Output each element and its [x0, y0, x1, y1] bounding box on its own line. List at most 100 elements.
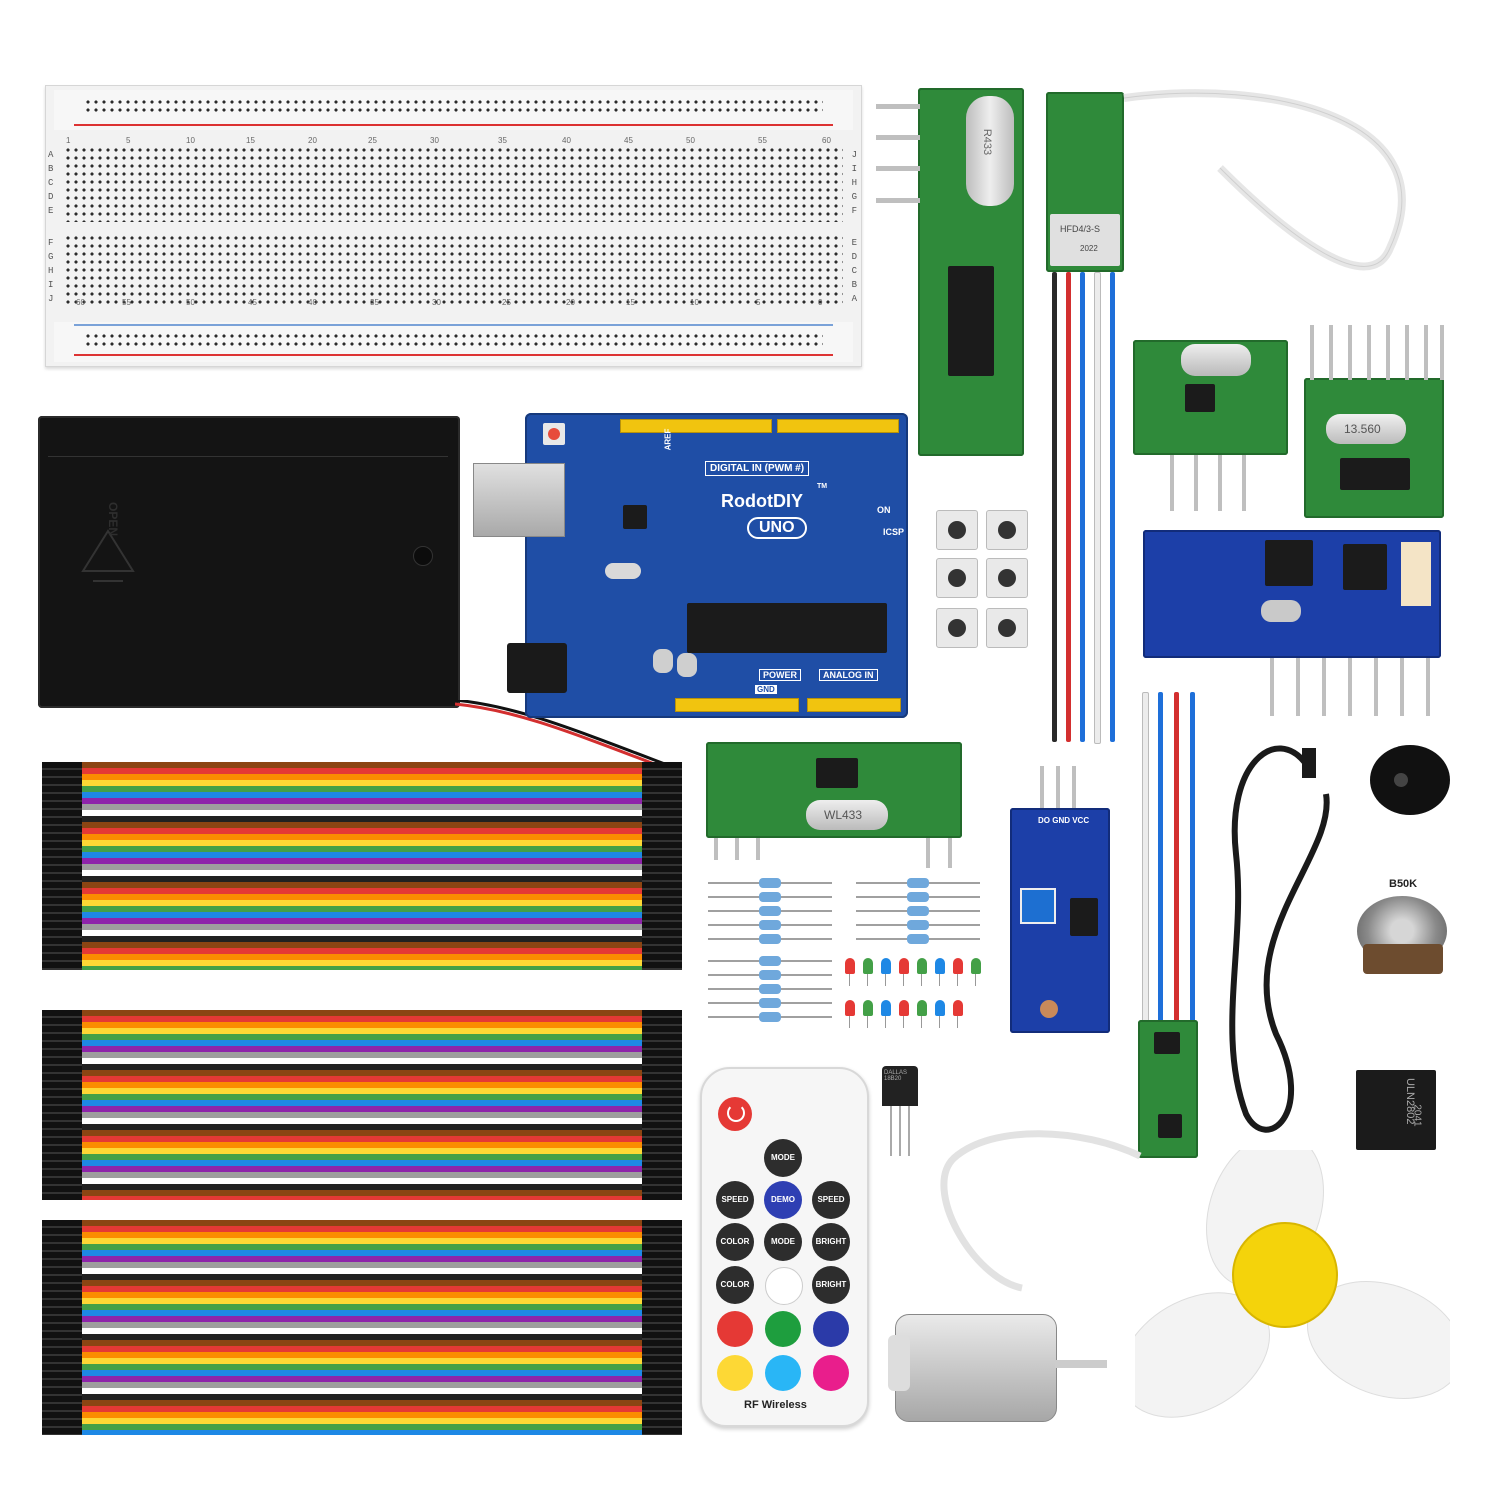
- relay-module: HFD4/3-S 2022: [1046, 92, 1124, 272]
- tactile-button[interactable]: [936, 510, 978, 550]
- pot-label: B50K: [1389, 878, 1418, 890]
- tactile-button[interactable]: [986, 510, 1028, 550]
- resistor: [856, 878, 980, 888]
- resistor: [708, 892, 832, 902]
- led-blue: [935, 1000, 945, 1028]
- led-red: [845, 958, 855, 986]
- led-blue: [881, 958, 891, 986]
- learn-button[interactable]: [1401, 542, 1431, 606]
- speed-plus-button[interactable]: SPEED: [812, 1181, 850, 1219]
- resistor: [708, 906, 832, 916]
- gnd-label: GND: [755, 685, 777, 694]
- model-label: UNO: [747, 517, 807, 539]
- cyan-color-button[interactable]: [765, 1355, 801, 1391]
- resistor: [856, 934, 980, 944]
- battery-switch[interactable]: [413, 546, 433, 566]
- led-blue: [935, 958, 945, 986]
- wl433-module: WL433: [706, 742, 962, 838]
- wire-red: [1066, 272, 1071, 742]
- led-green: [917, 958, 927, 986]
- potentiometer-trim[interactable]: [1020, 888, 1056, 924]
- decoder-chip: [948, 266, 994, 376]
- color-minus-button[interactable]: COLOR: [716, 1266, 754, 1304]
- blue-color-button[interactable]: [813, 1311, 849, 1347]
- bright-minus-button[interactable]: BRIGHT: [812, 1266, 850, 1304]
- tactile-button[interactable]: [936, 608, 978, 648]
- header-pin: [876, 104, 920, 109]
- bright-plus-button[interactable]: BRIGHT: [812, 1223, 850, 1261]
- power-header: [675, 698, 799, 712]
- led-red: [953, 1000, 963, 1028]
- power-button[interactable]: [718, 1097, 752, 1131]
- header-pin: [876, 166, 920, 171]
- digital-label: DIGITAL IN (PWM #): [705, 461, 810, 476]
- capacitor: [653, 649, 673, 673]
- crystal-can: 13.560: [1326, 414, 1406, 444]
- led-red: [845, 1000, 855, 1028]
- speed-minus-button[interactable]: SPEED: [716, 1181, 754, 1219]
- arduino-uno-board: DIGITAL IN (PWM #) RodotDIY TM UNO ON IC…: [473, 413, 908, 718]
- resistor: [856, 892, 980, 902]
- breadboard-terminal-top: [64, 146, 843, 222]
- resistor: [856, 920, 980, 930]
- relay: HFD4/3-S 2022: [1050, 214, 1120, 266]
- led-red: [899, 958, 909, 986]
- wire-blue: [1110, 272, 1115, 742]
- battery-box: OPEN: [38, 416, 460, 708]
- led-red: [899, 1000, 909, 1028]
- mode-plus-button[interactable]: MODE: [764, 1139, 802, 1177]
- antenna-wire: [932, 1128, 1146, 1298]
- red-color-button[interactable]: [717, 1311, 753, 1347]
- color-plus-button[interactable]: COLOR: [716, 1223, 754, 1261]
- atmega328p-chip: [687, 603, 887, 653]
- dc-power-jack: [507, 643, 567, 693]
- header-pin: [876, 198, 920, 203]
- jumper-wire-bundle-male-male: [42, 762, 682, 970]
- remote-brand-label: RF Wireless: [744, 1399, 807, 1411]
- rf-decoder-board: [1143, 530, 1441, 658]
- analog-header: [807, 698, 901, 712]
- header-pin: [876, 135, 920, 140]
- ds18b20-sensor: DALLAS 18B20: [882, 1066, 918, 1162]
- rf-module-13560: 13.560: [1304, 378, 1444, 518]
- dc-motor: [888, 1314, 1057, 1422]
- aref-label: AREF: [663, 428, 673, 451]
- resistor: [708, 1012, 832, 1022]
- jumper-wire-bundle-female-female: [42, 1010, 682, 1200]
- antenna-wire: [1120, 88, 1450, 318]
- tactile-button[interactable]: [986, 558, 1028, 598]
- breadboard-terminal-bottom: [64, 234, 843, 308]
- wire-white: [1094, 272, 1101, 744]
- light-sensor-module: DO GND VCC: [1010, 808, 1110, 1033]
- rf-receiver-module: R433: [918, 88, 1024, 456]
- on-led-label: ON: [877, 505, 891, 515]
- resistor: [708, 998, 832, 1008]
- green-color-button[interactable]: [765, 1311, 801, 1347]
- tactile-button[interactable]: [936, 558, 978, 598]
- rf-transmitter-module: [1133, 340, 1288, 455]
- resistor: [708, 934, 832, 944]
- tactile-button[interactable]: [986, 608, 1028, 648]
- battery-lead-wires: [454, 698, 675, 780]
- wire-black: [1052, 272, 1057, 742]
- crystal-can: R433: [966, 96, 1014, 206]
- led-green: [863, 1000, 873, 1028]
- sensor-pin-label: DO GND VCC: [1038, 816, 1090, 825]
- potentiometer[interactable]: B50K: [1355, 878, 1449, 988]
- yellow-color-button[interactable]: [717, 1355, 753, 1391]
- breadboard-power-rail-top: [54, 90, 853, 130]
- reset-button[interactable]: [543, 423, 565, 445]
- wire-blue: [1080, 272, 1085, 742]
- trademark-label: TM: [817, 483, 828, 490]
- mode-minus-button[interactable]: MODE: [764, 1223, 802, 1261]
- capacitor: [677, 653, 697, 677]
- magenta-color-button[interactable]: [813, 1355, 849, 1391]
- battery-open-label: OPEN: [106, 501, 121, 537]
- led-blue: [881, 1000, 891, 1028]
- digital-header-right: [777, 419, 899, 433]
- white-color-button[interactable]: [765, 1267, 803, 1305]
- breadboard-power-rail-bottom: [54, 322, 853, 362]
- demo-button[interactable]: DEMO: [764, 1181, 802, 1219]
